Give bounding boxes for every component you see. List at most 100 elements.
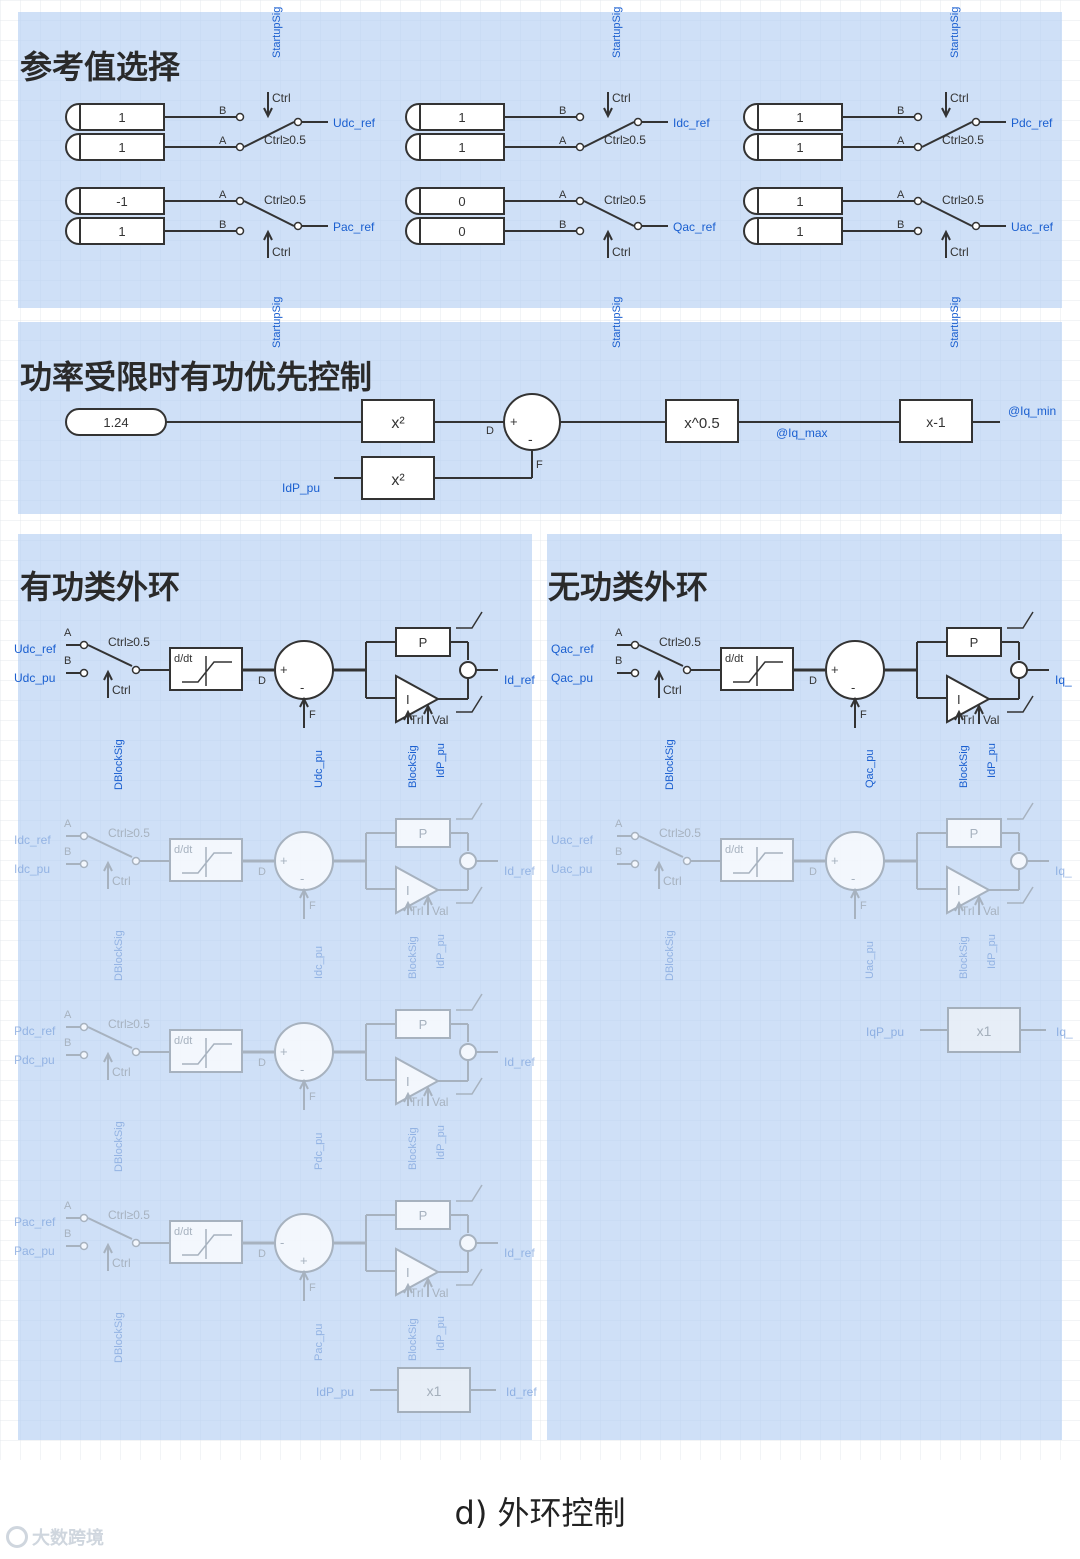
sign-2: + — [300, 1253, 308, 1268]
ctrl-condition: Ctrl≥0.5 — [264, 193, 306, 207]
switch-pivot — [131, 1047, 141, 1057]
proportional-label: P — [419, 1208, 428, 1223]
proportional-label: P — [419, 1017, 428, 1032]
section-title-reactive-loop: 无功类外环 — [548, 568, 708, 606]
integrator-label: I — [406, 1265, 410, 1280]
switch-port-label: B — [64, 655, 71, 667]
panel-ref-select-grid — [18, 12, 1062, 308]
sign-minus: - — [528, 431, 533, 447]
loop-ref-label: Udc_ref — [14, 642, 57, 656]
sign-1: + — [280, 853, 288, 868]
port-label: D — [258, 1248, 266, 1260]
block-signal-label: BlockSig — [958, 936, 970, 979]
output-label: Pdc_ref — [1011, 116, 1053, 130]
switch-pivot — [293, 117, 303, 127]
trl-signal-arrow-icon — [403, 709, 413, 721]
watermark: 大数跨境 — [6, 1524, 104, 1550]
switch-contact — [79, 859, 89, 869]
switch-port-label: A — [219, 135, 227, 147]
switch-blade — [638, 644, 684, 667]
output-adder — [1010, 661, 1028, 679]
ctrl-condition: Ctrl≥0.5 — [942, 193, 984, 207]
bypass-gain-label: x1 — [977, 1023, 992, 1039]
trl-signal-arrow-icon — [954, 900, 964, 912]
integrator-label: I — [406, 692, 410, 707]
ctrl-signal-arrow-icon — [103, 1051, 113, 1063]
startup-signal-label: StartupSig — [271, 7, 283, 58]
sign-1: + — [831, 853, 839, 868]
feedback-label: Udc_pu — [313, 750, 325, 788]
integrator-triangle-icon — [946, 674, 992, 724]
integrator-triangle-icon — [395, 674, 441, 724]
trl-signal-arrow-icon — [954, 709, 964, 721]
sign-2: - — [851, 680, 855, 695]
outer-loop-left-1: Idc_refIdc_puABCtrl≥0.5CtrlDBlockSigd/dt… — [14, 802, 535, 981]
rate-limiter-curve-icon — [733, 847, 783, 877]
val-signal-arrow-icon — [423, 1085, 433, 1097]
sign-1: + — [831, 662, 839, 677]
switch-port-label: B — [897, 219, 904, 231]
switch-contact — [575, 226, 585, 236]
switch-port-label: B — [559, 219, 566, 231]
ctrl-signal-arrow-icon — [263, 229, 273, 241]
constant-value: 1 — [118, 140, 125, 155]
feedback-signal-arrow-icon — [299, 696, 309, 708]
port-label: F — [309, 1091, 316, 1103]
switch-pivot — [682, 856, 692, 866]
iq-min-label: @Iq_min — [1008, 404, 1056, 418]
val-label: Val — [432, 1095, 448, 1109]
lower-limit-icon — [456, 1268, 483, 1286]
switch-blade — [638, 835, 684, 858]
outer-loop-left-0: Udc_refUdc_puABCtrl≥0.5CtrlDBlockSigd/dt… — [14, 611, 535, 790]
constant-value: 1 — [796, 110, 803, 125]
integrator-label: I — [957, 692, 961, 707]
switch-contact — [575, 112, 585, 122]
switch-contact — [913, 226, 923, 236]
sign-2: - — [851, 871, 855, 886]
watermark-text: 大数跨境 — [32, 1528, 104, 1549]
proportional-block — [395, 1009, 451, 1039]
switch-port-label: A — [64, 818, 72, 830]
feedback-label: Qac_pu — [864, 749, 876, 788]
rate-limiter-curve-icon — [733, 656, 783, 686]
switch-pivot — [293, 221, 303, 231]
val-label: Val — [432, 713, 448, 727]
switch-pivot — [131, 856, 141, 866]
loop-meas-label: Idc_pu — [14, 862, 50, 876]
val-label: Val — [432, 904, 448, 918]
output-label: Uac_ref — [1011, 220, 1054, 234]
trl-label: Trl — [961, 904, 975, 918]
loop-ref-label: Qac_ref — [551, 642, 594, 656]
ctrl-label: Ctrl — [272, 245, 291, 259]
trl-signal-arrow-icon — [403, 1282, 413, 1294]
idp-signal-label: IdP_pu — [435, 743, 447, 778]
watermark-logo-icon — [6, 1526, 28, 1548]
integrator-triangle-icon — [395, 865, 441, 915]
switch-contact — [630, 640, 640, 650]
feedback-label: Pac_pu — [313, 1324, 325, 1361]
sqrt-block — [665, 399, 739, 443]
square-block-1 — [361, 399, 435, 443]
switch-blade — [87, 1217, 133, 1240]
switch-contact — [79, 668, 89, 678]
sign-2: - — [300, 871, 304, 886]
switch-port-label: B — [897, 105, 904, 117]
lower-limit-icon — [456, 1077, 483, 1095]
dblock-signal-label: DBlockSig — [113, 930, 125, 981]
ctrl-label: Ctrl — [272, 91, 291, 105]
sqrt-block-label: x^0.5 — [684, 415, 719, 432]
feedback-signal-arrow-icon — [850, 887, 860, 899]
startup-signal-label: StartupSig — [611, 7, 623, 58]
switch-contact — [575, 142, 585, 152]
section-title-power-limit: 功率受限时有功优先控制 — [20, 358, 372, 396]
switch-contact — [235, 142, 245, 152]
switch-blade — [921, 200, 973, 227]
switch-pivot — [971, 117, 981, 127]
switch-port-label: B — [219, 105, 226, 117]
trl-signal-arrow-icon — [403, 1091, 413, 1103]
panel-reactive-loops-grid — [547, 534, 1062, 1440]
